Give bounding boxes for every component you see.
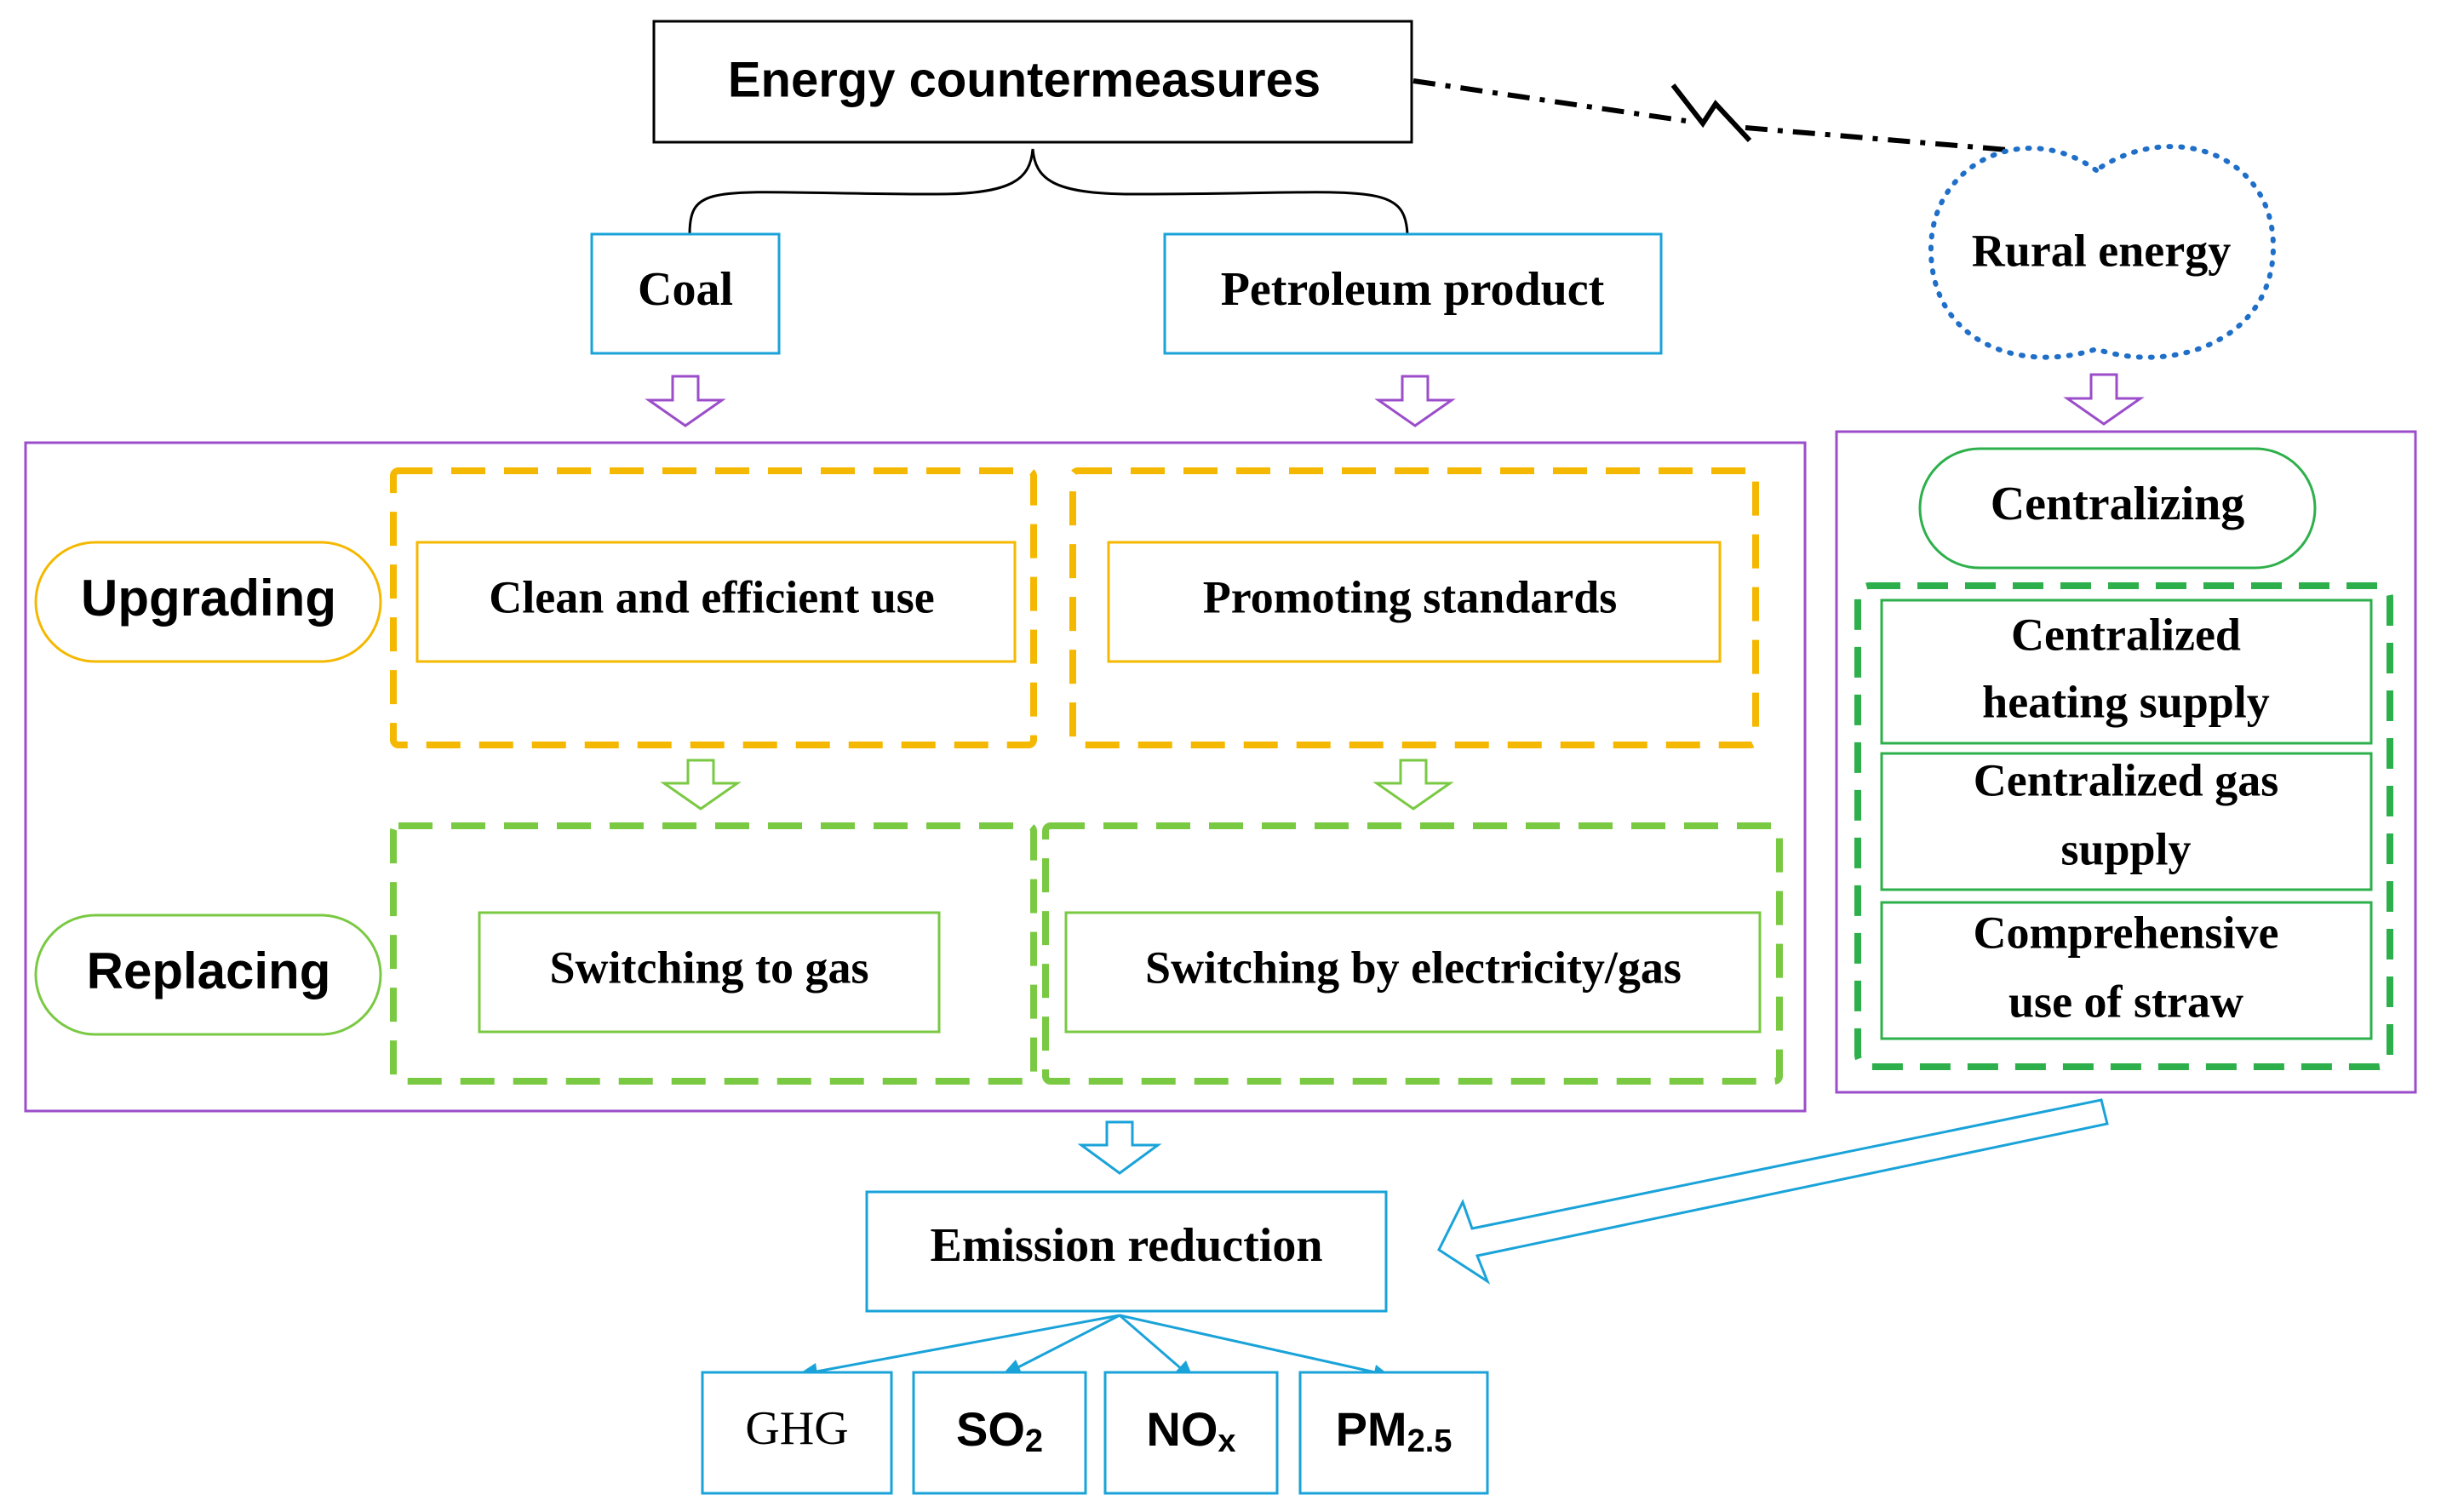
switching-gas-box [478, 911, 941, 1034]
main-to-emission-arrow [1077, 1120, 1162, 1175]
straw-use-line1: Comprehensive [1974, 907, 2279, 958]
centralized-gas-box [1880, 752, 2373, 891]
emission-fanout-arrows [796, 1314, 1391, 1381]
emission-reduction-label: Emission reduction [930, 1219, 1322, 1272]
pm25-sub: 2.5 [1407, 1423, 1453, 1459]
upgrading-pill [34, 541, 382, 663]
centralizing-pill [1918, 447, 2317, 570]
switching-electricity-gas-box [1064, 911, 1762, 1034]
ghg-label: GHG [745, 1402, 848, 1455]
centralizing-label: Centralizing [1991, 478, 2245, 530]
coal-label: Coal [638, 263, 733, 316]
rural-link-line-b [1745, 125, 2019, 153]
rural-link-break [1670, 83, 1752, 143]
coal-upgrading-group [390, 467, 1037, 748]
main-measures-panel [24, 441, 1807, 1113]
so2-sub: 2 [1025, 1423, 1043, 1459]
nox-box [1103, 1371, 1279, 1495]
title-brace [688, 148, 1409, 235]
centralized-gas-line2: supply [2060, 823, 2191, 874]
nox-label: NOx [1146, 1402, 1235, 1459]
centralized-heating-box [1880, 598, 2373, 745]
rural-energy-cloud [1928, 144, 2277, 360]
clean-use-box [415, 541, 1017, 663]
centralized-heating-line2: heating supply [1982, 676, 2270, 727]
switching-gas-label: Switching to gas [549, 942, 868, 993]
coal-box [590, 232, 781, 355]
centralized-heating-line1: Centralized [2011, 609, 2241, 660]
rural-energy-label: Rural energy [1972, 225, 2231, 276]
title-text: Energy countermeasures [728, 52, 1321, 107]
replacing-label: Replacing [87, 942, 331, 999]
petroleum-replacing-group [1042, 822, 1783, 1085]
coal-down-arrow [645, 375, 726, 427]
switching-electricity-gas-label: Switching by electricity/gas [1145, 942, 1682, 993]
nox-sub: x [1218, 1423, 1235, 1459]
rural-down-arrow [2063, 373, 2145, 426]
rural-to-emission-arrow [1437, 1098, 2109, 1285]
centralizing-group [1854, 582, 2393, 1070]
centralized-gas-line1: Centralized gas [1974, 754, 2278, 805]
straw-use-box [1880, 901, 2373, 1040]
nox-base: NO [1146, 1402, 1218, 1456]
so2-base: SO [956, 1402, 1025, 1456]
pm25-box [1298, 1371, 1489, 1495]
petroleum-replace-arrow [1372, 759, 1454, 810]
petroleum-upgrading-group [1069, 467, 1759, 748]
emission-reduction-box [865, 1190, 1388, 1313]
pm25-base: PM [1336, 1402, 1407, 1456]
replacing-pill [34, 914, 382, 1036]
promoting-standards-label: Promoting standards [1203, 571, 1618, 622]
promoting-standards-box [1107, 541, 1722, 663]
coal-replacing-group [390, 822, 1037, 1085]
straw-use-line2: use of straw [2008, 976, 2243, 1027]
so2-box [912, 1371, 1087, 1495]
title-box [652, 20, 1413, 144]
petroleum-down-arrow [1374, 375, 1456, 427]
petroleum-box [1163, 232, 1663, 355]
clean-use-label: Clean and efficient use [489, 571, 934, 622]
upgrading-label: Upgrading [81, 570, 336, 627]
so2-label: SO2 [956, 1402, 1043, 1459]
pm25-label: PM2.5 [1336, 1402, 1453, 1459]
petroleum-label: Petroleum product [1221, 263, 1605, 316]
coal-replace-arrow [660, 759, 742, 810]
rural-link-line-a [1412, 78, 1687, 123]
rural-measures-panel [1835, 430, 2417, 1094]
ghg-box [701, 1371, 893, 1495]
